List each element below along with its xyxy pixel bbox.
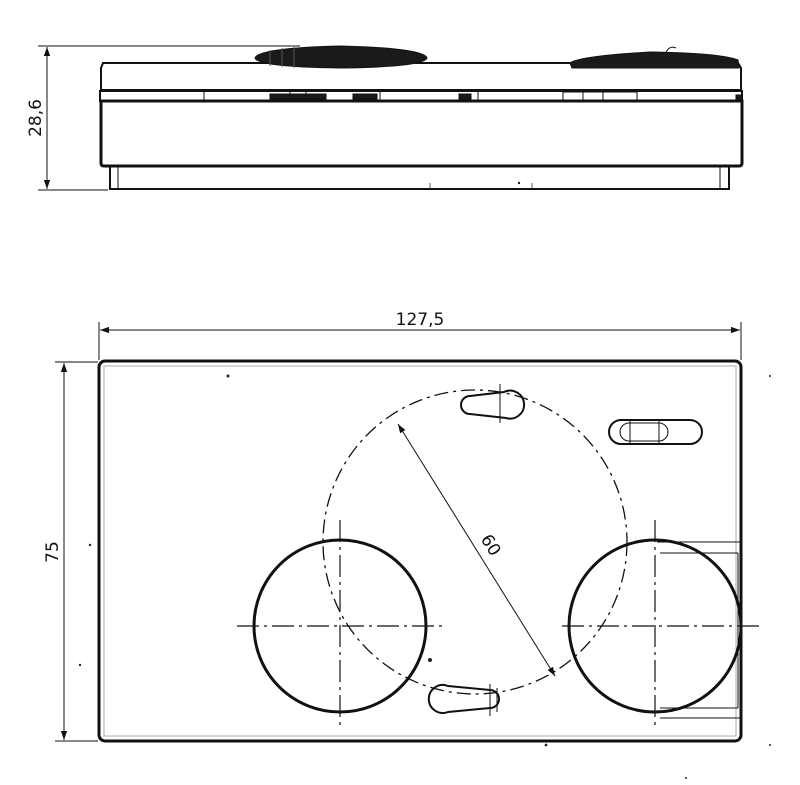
depth-dimension: 75 (43, 361, 98, 742)
height-dimension: 28,6 (26, 45, 300, 191)
plan-view: 60 (97, 359, 760, 743)
mounting-hole-circle (322, 389, 628, 695)
side-view (99, 62, 744, 190)
top-keyhole-slot (460, 384, 526, 423)
height-dimension-label: 28,6 (26, 99, 46, 137)
width-dimension: 127,5 (98, 310, 742, 360)
scan-specks (78, 181, 771, 779)
width-dimension-label: 127,5 (396, 310, 445, 330)
bottom-keyhole-slot (427, 684, 500, 716)
depth-dimension-label: 75 (43, 541, 63, 563)
hole-circle-diameter-dimension: 60 (397, 423, 556, 677)
slider-switch (608, 419, 703, 445)
left-knob (254, 45, 428, 69)
right-knob (569, 46, 740, 69)
